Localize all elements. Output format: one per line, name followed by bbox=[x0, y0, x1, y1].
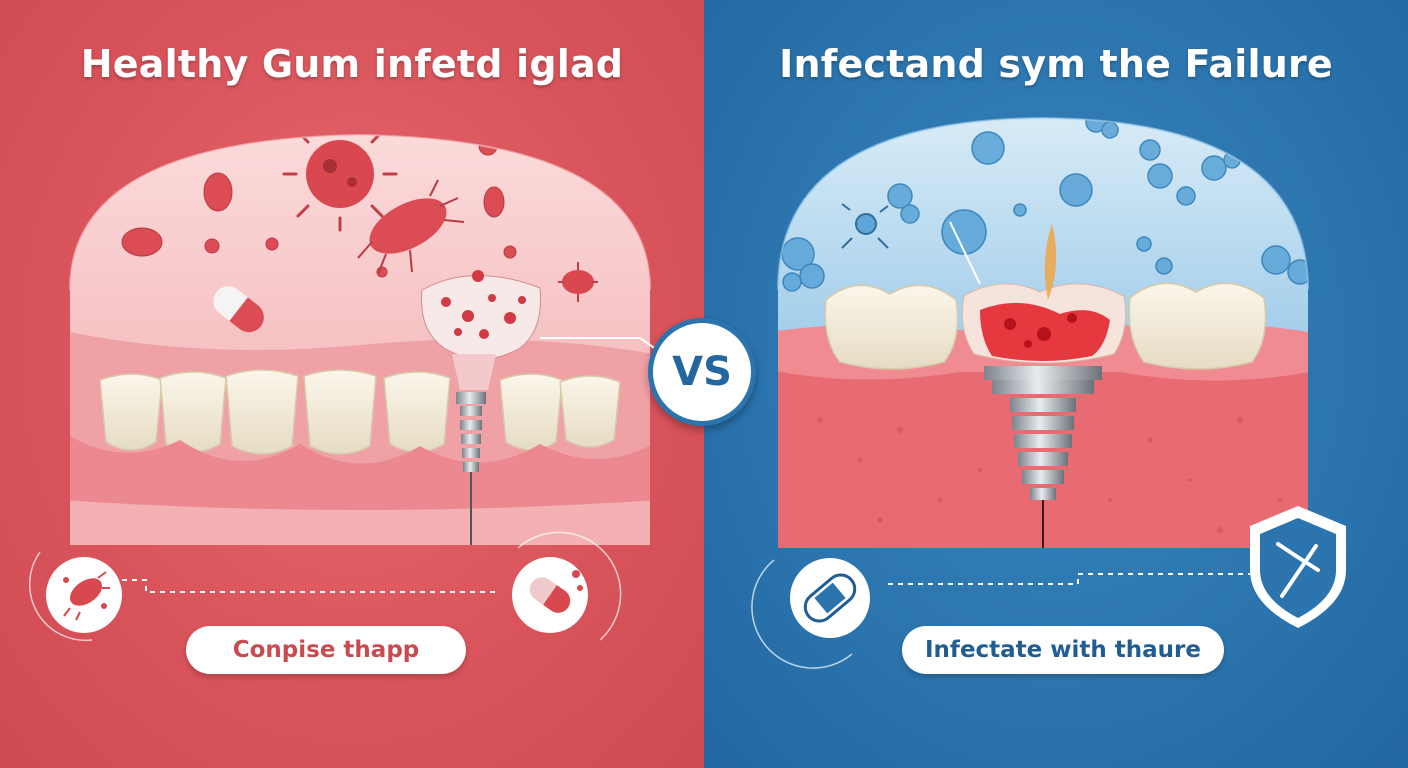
infected-tooth-icon bbox=[961, 224, 1127, 548]
small-microbe-icon bbox=[558, 262, 598, 302]
right-connector-lines bbox=[888, 573, 1250, 585]
capsule-icon bbox=[512, 531, 622, 641]
rod-bacterium-icon bbox=[357, 179, 465, 275]
capsule-icon bbox=[213, 286, 264, 333]
healthy-teeth-row bbox=[99, 369, 621, 455]
virus-icon bbox=[841, 203, 889, 249]
vs-badge: VS bbox=[648, 318, 756, 426]
bubble-cluster bbox=[781, 118, 1308, 292]
molar-teeth bbox=[824, 282, 1267, 370]
shield-icon bbox=[1250, 506, 1346, 628]
healthy-implant-icon bbox=[420, 270, 542, 545]
left-mouth-scene bbox=[70, 135, 650, 545]
right-mouth-scene bbox=[778, 118, 1308, 548]
healthy-caption-pill: Conpise thapp bbox=[186, 626, 466, 674]
infection-caption-pill: Infectate with thaure bbox=[902, 626, 1224, 674]
bandage-icon bbox=[751, 558, 870, 669]
implant-failure-title: Infectand sym the Failure bbox=[779, 42, 1333, 86]
bacteria-icon bbox=[29, 551, 122, 642]
healthy-gum-title: Healthy Gum infetd iglad bbox=[80, 42, 624, 86]
